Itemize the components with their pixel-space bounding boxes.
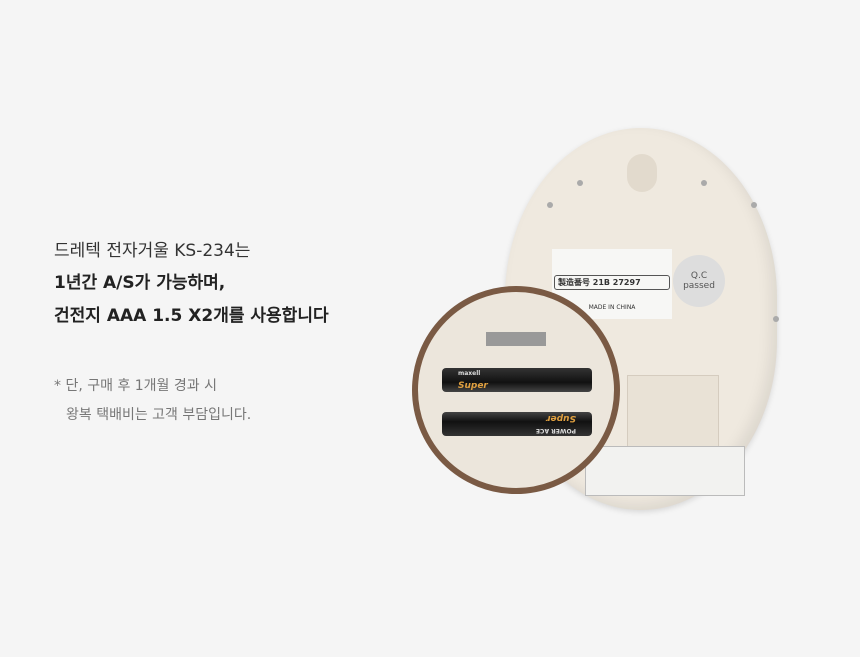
made-in: MADE IN CHINA	[588, 304, 636, 311]
headline-line-3: 건전지 AAA 1.5 X2개를 사용합니다	[54, 306, 329, 326]
battery-name: Super	[458, 381, 488, 391]
screw	[701, 180, 707, 186]
battery: maxell Super	[442, 368, 592, 392]
battery-closeup: maxell Super POWER ACE Super	[412, 286, 620, 494]
battery-clip	[486, 332, 546, 346]
battery: POWER ACE Super	[442, 412, 592, 436]
screw	[751, 202, 757, 208]
battery-name: Super	[546, 413, 576, 423]
screw	[773, 316, 779, 322]
headline-line-1: 드레텍 전자거울 KS-234는	[54, 241, 251, 261]
headline-line-2: 1년간 A/S가 가능하며,	[54, 273, 226, 293]
serial-number: 製造番号 21B 27297	[554, 275, 670, 290]
warning-label	[585, 446, 745, 496]
battery-brand: maxell	[458, 370, 481, 377]
screw	[547, 202, 553, 208]
note-line-1: * 단, 구매 후 1개월 경과 시	[54, 378, 217, 394]
note-line-2: 왕복 택배비는 고객 부담입니다.	[66, 407, 252, 423]
hanging-hole	[627, 154, 657, 192]
qc-text: Q.C	[690, 271, 708, 281]
battery-sub: POWER ACE	[535, 427, 576, 434]
qc-sticker: Q.C passed	[673, 255, 725, 307]
screw	[577, 180, 583, 186]
qc-passed-text: passed	[683, 281, 715, 291]
